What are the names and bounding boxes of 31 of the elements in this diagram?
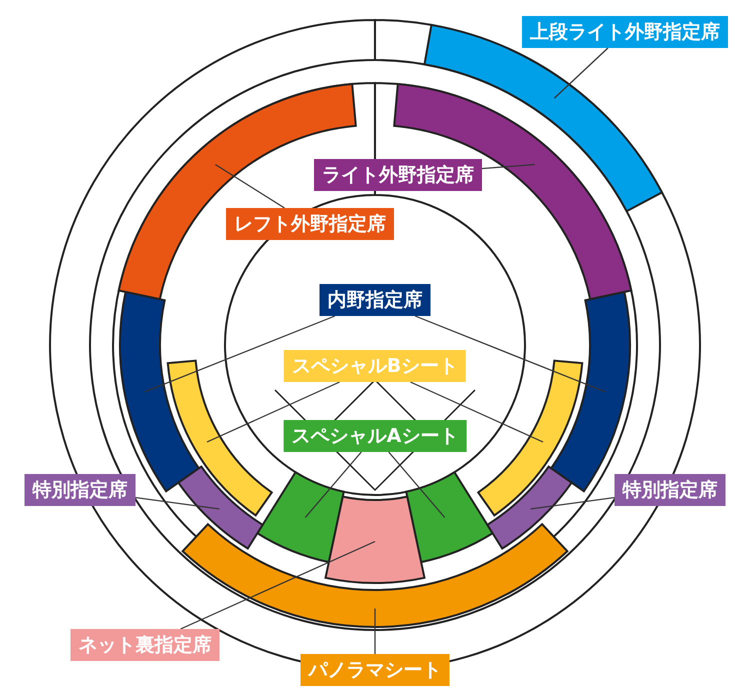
seating-section <box>177 466 264 550</box>
leader-line <box>144 315 336 392</box>
seat-label: 内野指定席 <box>320 284 430 316</box>
seating-section <box>486 466 573 550</box>
seat-label: ライト外野指定席 <box>314 159 482 191</box>
leader-line <box>482 164 535 170</box>
seat-label: 上段ライト外野指定席 <box>522 16 728 48</box>
seating-section <box>182 523 568 628</box>
leader-line <box>135 496 220 510</box>
leader-line <box>530 496 615 510</box>
leader-line <box>388 452 446 518</box>
seat-label: スペシャルAシート <box>284 420 466 452</box>
seat-label: パノラマシート <box>300 654 450 686</box>
leader-line <box>206 381 340 443</box>
leader-line <box>214 164 285 208</box>
seating-section <box>324 496 426 584</box>
seating-section <box>256 471 345 564</box>
seat-label: 特別指定席 <box>24 474 136 506</box>
seat-label: 特別指定席 <box>614 474 726 506</box>
seating-section <box>405 471 494 564</box>
seat-label: スペシャルBシート <box>284 350 466 382</box>
leader-line <box>374 608 376 654</box>
leader-line <box>180 540 376 630</box>
seat-label: レフト外野指定席 <box>226 208 394 240</box>
leader-line <box>554 48 608 99</box>
seating-section <box>477 360 584 516</box>
seating-section <box>166 360 273 516</box>
leader-line <box>414 315 606 392</box>
leader-line <box>304 452 362 518</box>
leader-line <box>410 381 544 443</box>
seat-label: ネット裏指定席 <box>70 629 220 661</box>
